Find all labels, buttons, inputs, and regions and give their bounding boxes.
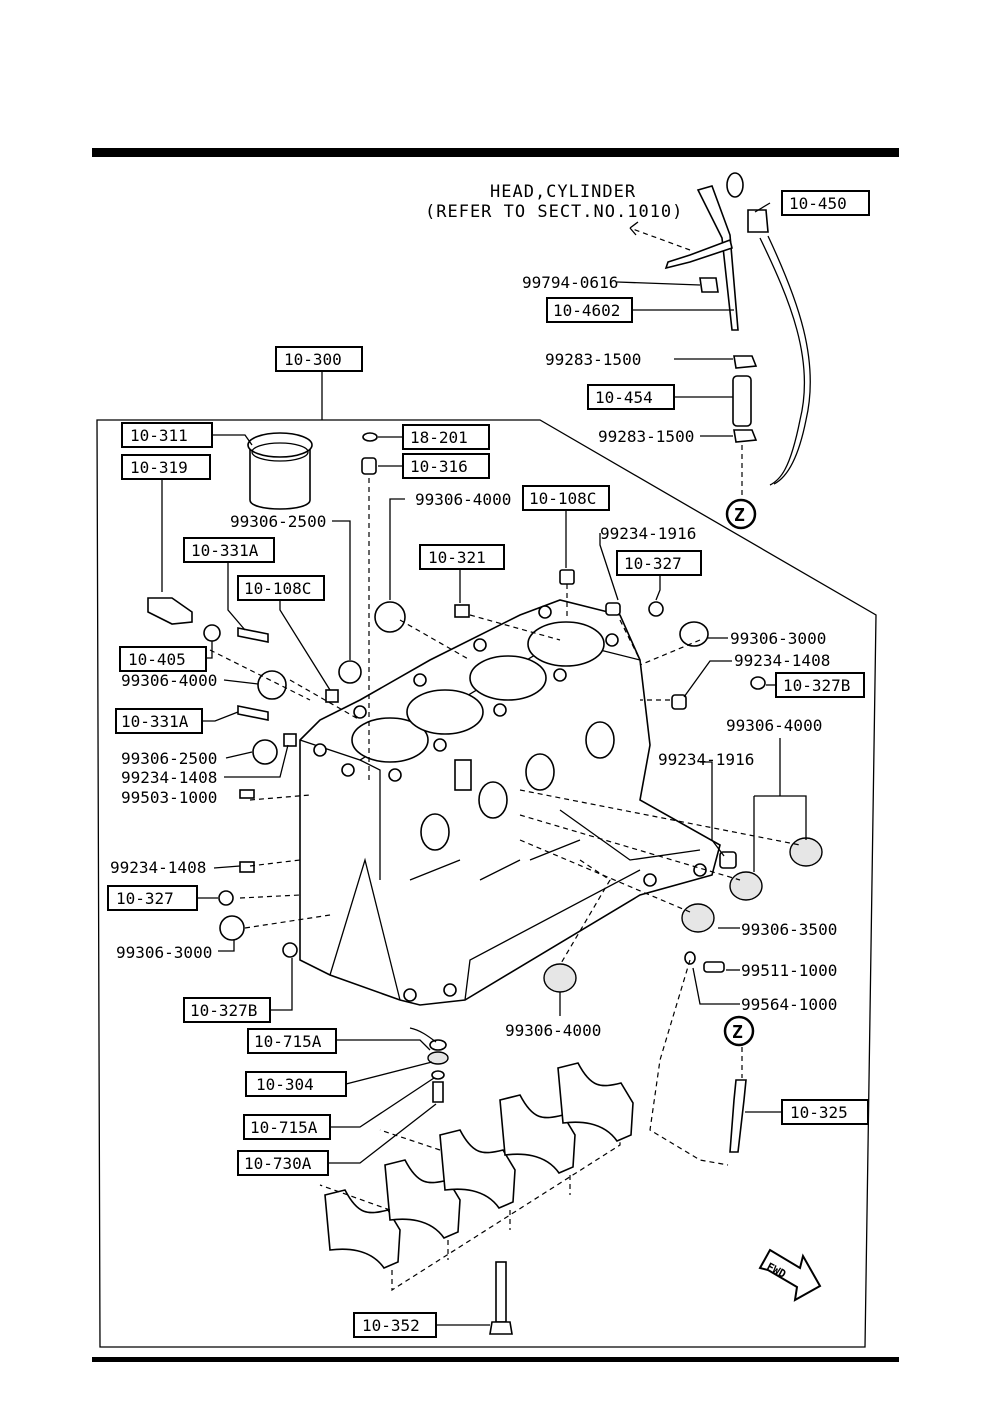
svg-text:10-327: 10-327 [624, 554, 682, 573]
z-marker-top: Z [725, 498, 757, 530]
label-18-201: 18-201 [402, 424, 490, 450]
label-10-331a-left: 10-331A [115, 708, 203, 734]
svg-text:10-352: 10-352 [362, 1316, 420, 1335]
cylinder-sleeve [247, 432, 313, 510]
label-10-311: 10-311 [121, 422, 213, 448]
svg-text:10-327: 10-327 [116, 889, 174, 908]
label-10-319: 10-319 [121, 454, 211, 480]
pn-99794-0616: 99794-0616 [522, 273, 618, 292]
label-10-327b-bottom: 10-327B [183, 997, 271, 1023]
svg-text:10-316: 10-316 [410, 457, 468, 476]
pn-99283-1500-a: 99283-1500 [545, 350, 641, 369]
z-marker-bottom: Z [723, 1015, 755, 1047]
leader-lines [161, 202, 782, 1326]
svg-text:10-4602: 10-4602 [553, 301, 620, 320]
label-10-108c-top: 10-108C [522, 485, 610, 511]
svg-text:10-108C: 10-108C [244, 579, 311, 598]
label-10-304: 10-304 [245, 1071, 347, 1097]
assembly-outline [96, 419, 877, 1348]
label-10-450: 10-450 [781, 190, 870, 216]
svg-text:10-325: 10-325 [790, 1103, 848, 1122]
label-10-730a: 10-730A [237, 1150, 329, 1176]
pn-99306-4000-a: 99306-4000 [415, 490, 511, 509]
label-10-316: 10-316 [402, 453, 490, 479]
svg-text:Z: Z [734, 505, 745, 526]
label-10-454: 10-454 [587, 384, 675, 410]
pn-99564-1000: 99564-1000 [741, 995, 837, 1014]
label-10-4602: 10-4602 [546, 297, 633, 323]
svg-text:10-300: 10-300 [284, 350, 342, 369]
svg-text:10-331A: 10-331A [191, 541, 259, 560]
bottom-rule [92, 1357, 899, 1362]
pn-99306-4000-d: 99306-4000 [505, 1021, 601, 1040]
pn-99234-1408-b: 99234-1408 [121, 768, 217, 787]
pn-99234-1916-b: 99234-1916 [658, 750, 754, 769]
svg-text:10-327B: 10-327B [783, 676, 850, 695]
pn-99511-1000: 99511-1000 [741, 961, 837, 980]
label-10-300: 10-300 [275, 346, 363, 372]
pn-99283-1500-b: 99283-1500 [598, 427, 694, 446]
top-rule [92, 148, 899, 157]
svg-text:Z: Z [732, 1022, 743, 1043]
seal-a [789, 837, 823, 867]
main-bearing-caps [324, 1062, 634, 1269]
label-10-327b-right: 10-327B [775, 672, 865, 698]
fwd-arrow: FWD [758, 1248, 822, 1302]
svg-text:10-730A: 10-730A [244, 1154, 312, 1173]
header-line2: (REFER TO SECT.NO.1010) [425, 202, 683, 222]
part-number-labels: 99794-0616 99283-1500 99283-1500 99306-4… [110, 273, 837, 1040]
label-10-352: 10-352 [353, 1312, 437, 1338]
label-10-321: 10-321 [419, 544, 505, 570]
dowel-10-316 [361, 457, 377, 475]
pn-99234-1408-c: 99234-1408 [110, 858, 206, 877]
svg-text:10-405: 10-405 [128, 650, 186, 669]
pn-99234-1916-a: 99234-1916 [600, 524, 696, 543]
pn-99306-3000-a: 99306-3000 [730, 629, 826, 648]
svg-text:10-454: 10-454 [595, 388, 653, 407]
label-10-715a-bottom: 10-715A [243, 1114, 331, 1140]
svg-text:18-201: 18-201 [410, 428, 468, 447]
seal-b [729, 871, 763, 901]
label-10-327-top: 10-327 [616, 550, 702, 576]
pn-99306-4000-c: 99306-4000 [726, 716, 822, 735]
pn-99306-2500-b: 99306-2500 [121, 749, 217, 768]
pn-99306-3000-b: 99306-3000 [116, 943, 212, 962]
svg-text:10-327B: 10-327B [190, 1001, 257, 1020]
svg-text:10-331A: 10-331A [121, 712, 189, 731]
header-line1: HEAD,CYLINDER [490, 182, 636, 202]
cylinder-block [299, 599, 721, 1006]
svg-text:10-108C: 10-108C [529, 489, 596, 508]
label-10-327-left: 10-327 [107, 885, 198, 911]
svg-text:10-450: 10-450 [789, 194, 847, 213]
label-10-331a-top: 10-331A [183, 537, 275, 563]
label-10-715a-top: 10-715A [247, 1028, 337, 1054]
pn-99306-3500: 99306-3500 [741, 920, 837, 939]
svg-text:10-311: 10-311 [130, 426, 188, 445]
seal-c [681, 903, 715, 933]
svg-text:10-715A: 10-715A [254, 1032, 322, 1051]
oring-18-201 [362, 432, 378, 442]
label-10-325: 10-325 [781, 1099, 869, 1125]
label-10-108c-left: 10-108C [237, 575, 325, 601]
svg-text:10-304: 10-304 [256, 1075, 314, 1094]
pn-99306-4000-b: 99306-4000 [121, 671, 217, 690]
pn-99306-2500-a: 99306-2500 [230, 512, 326, 531]
pn-99234-1408-a: 99234-1408 [734, 651, 830, 670]
label-10-405: 10-405 [119, 646, 207, 672]
svg-text:10-715A: 10-715A [250, 1118, 318, 1137]
oil-gauge-group [629, 172, 811, 497]
pn-99503-1000: 99503-1000 [121, 788, 217, 807]
svg-text:10-321: 10-321 [428, 548, 486, 567]
svg-text:10-319: 10-319 [130, 458, 188, 477]
